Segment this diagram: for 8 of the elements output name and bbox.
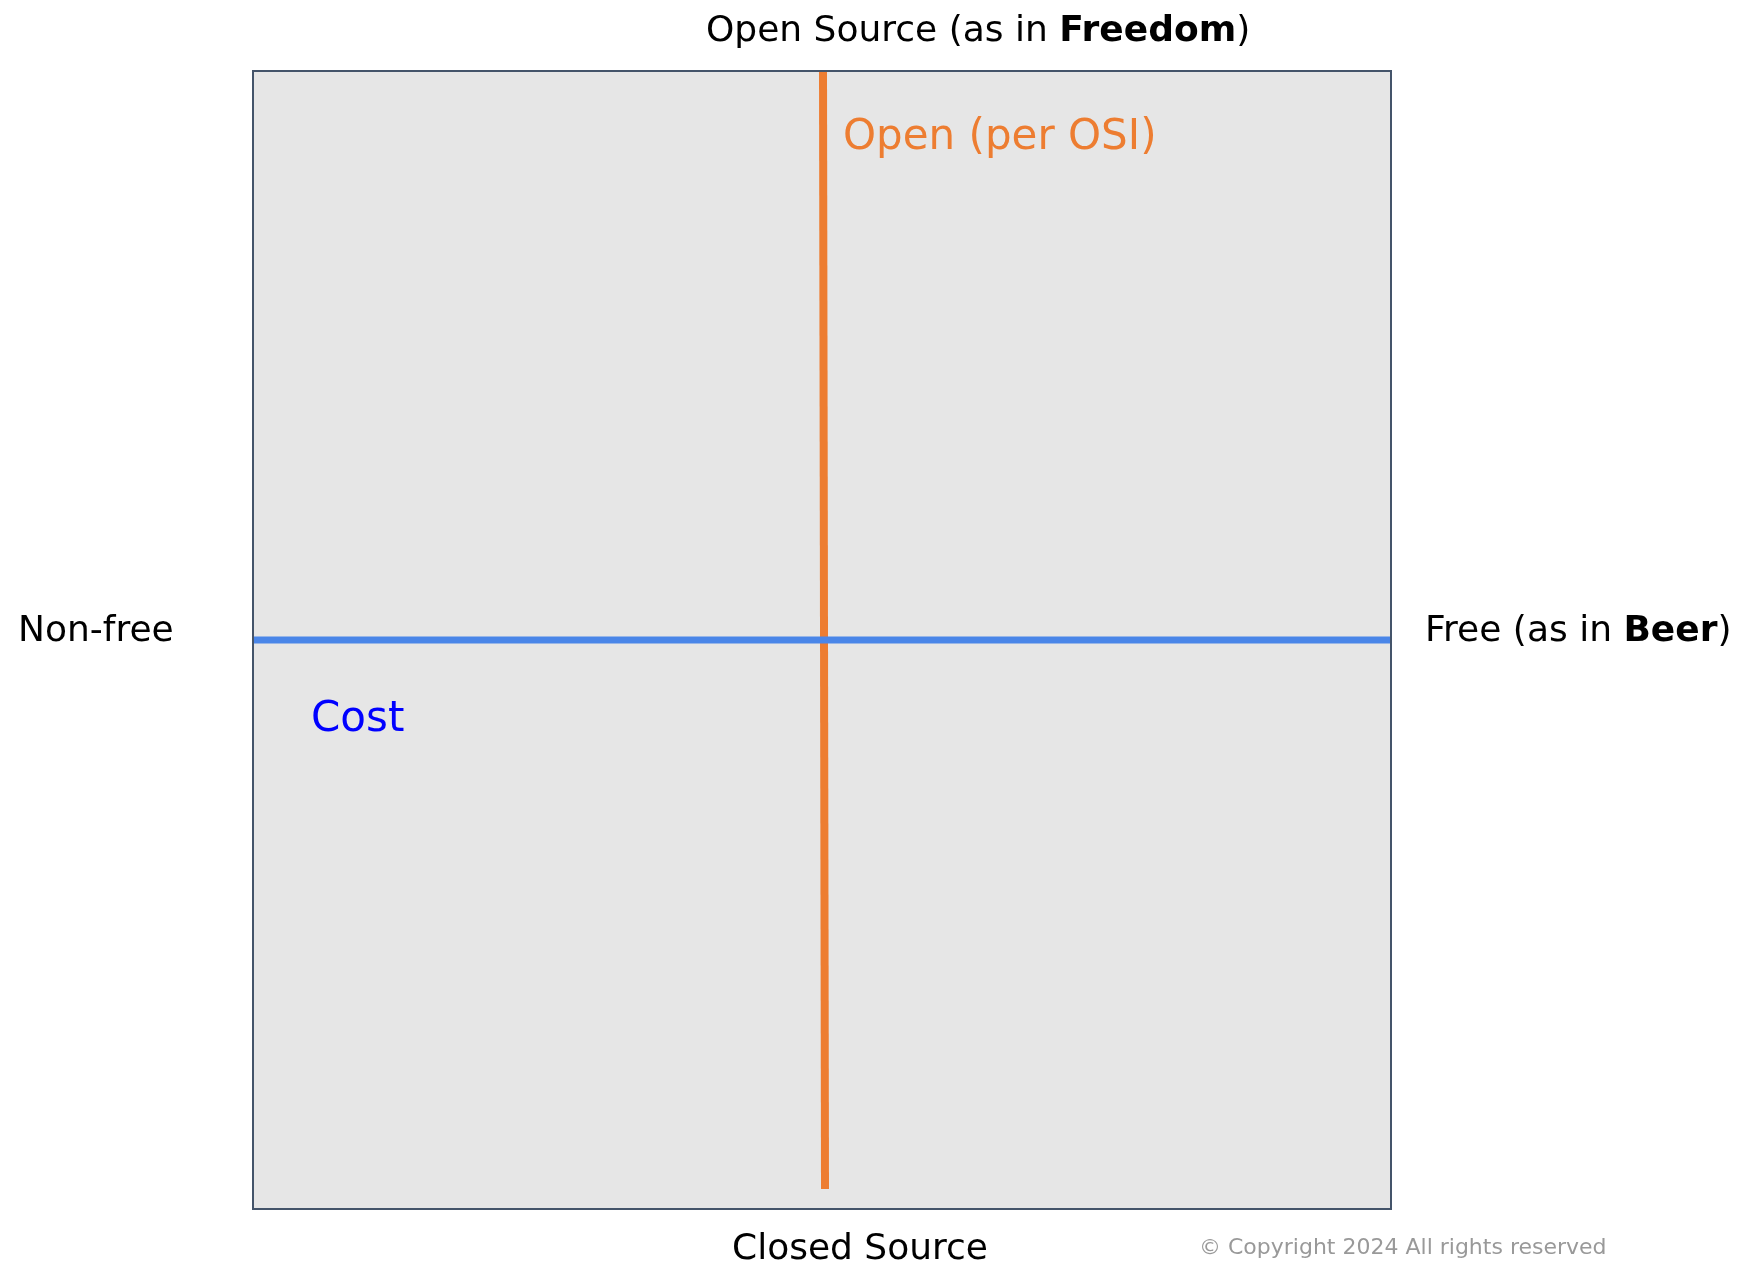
axis-title: Open Source (as in Freedom) — [706, 8, 1251, 49]
axis-label: Cost — [311, 692, 405, 741]
axis-label: Open (per OSI) — [843, 110, 1157, 159]
axis-title: Non-free — [18, 608, 174, 649]
copyright-note: © Copyright 2024 All rights reserved — [1199, 1234, 1607, 1259]
axis-title: Closed Source — [732, 1226, 988, 1265]
quadrant-panel — [252, 70, 1392, 1210]
axis-title: Free (as in Beer) — [1425, 608, 1732, 649]
